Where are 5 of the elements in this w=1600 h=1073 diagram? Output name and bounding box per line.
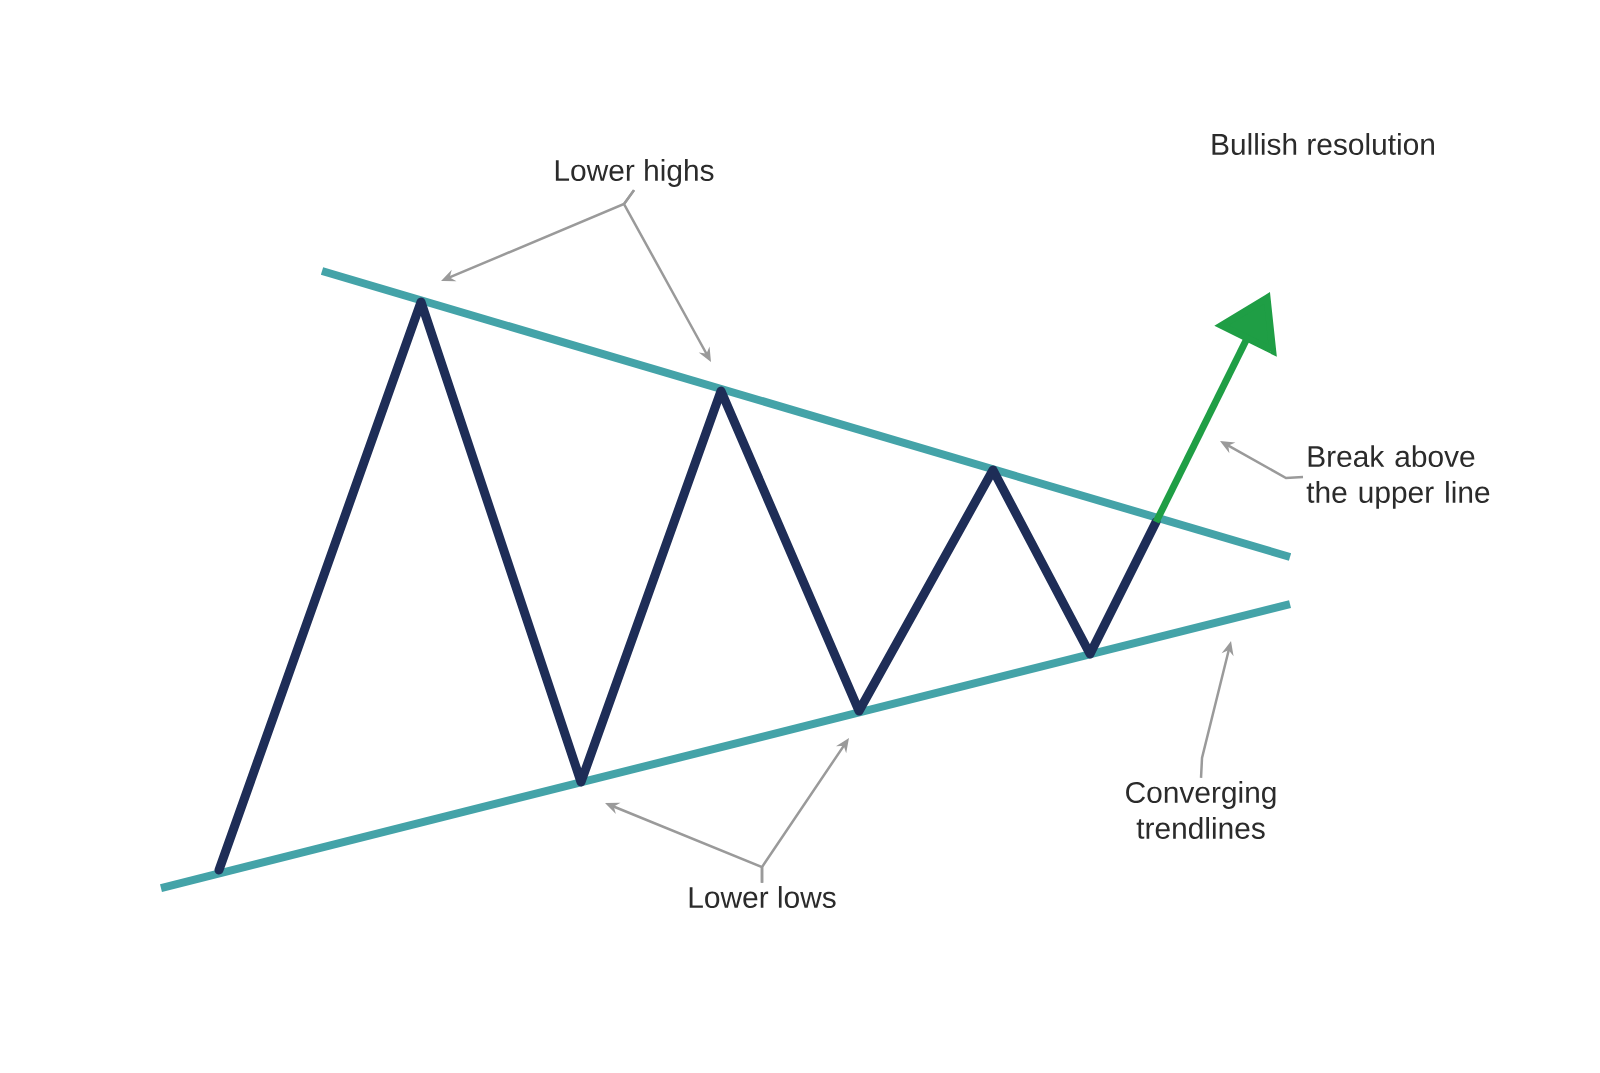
- annotation-text: Bullish resolution: [1212, 133, 1434, 155]
- callout-text: Converging trendlines: [1126, 781, 1276, 839]
- callout-text: Lower lows: [689, 886, 836, 908]
- callout-text: Lower highs: [555, 159, 714, 187]
- callout-text: Break above the upper line: [1306, 445, 1490, 509]
